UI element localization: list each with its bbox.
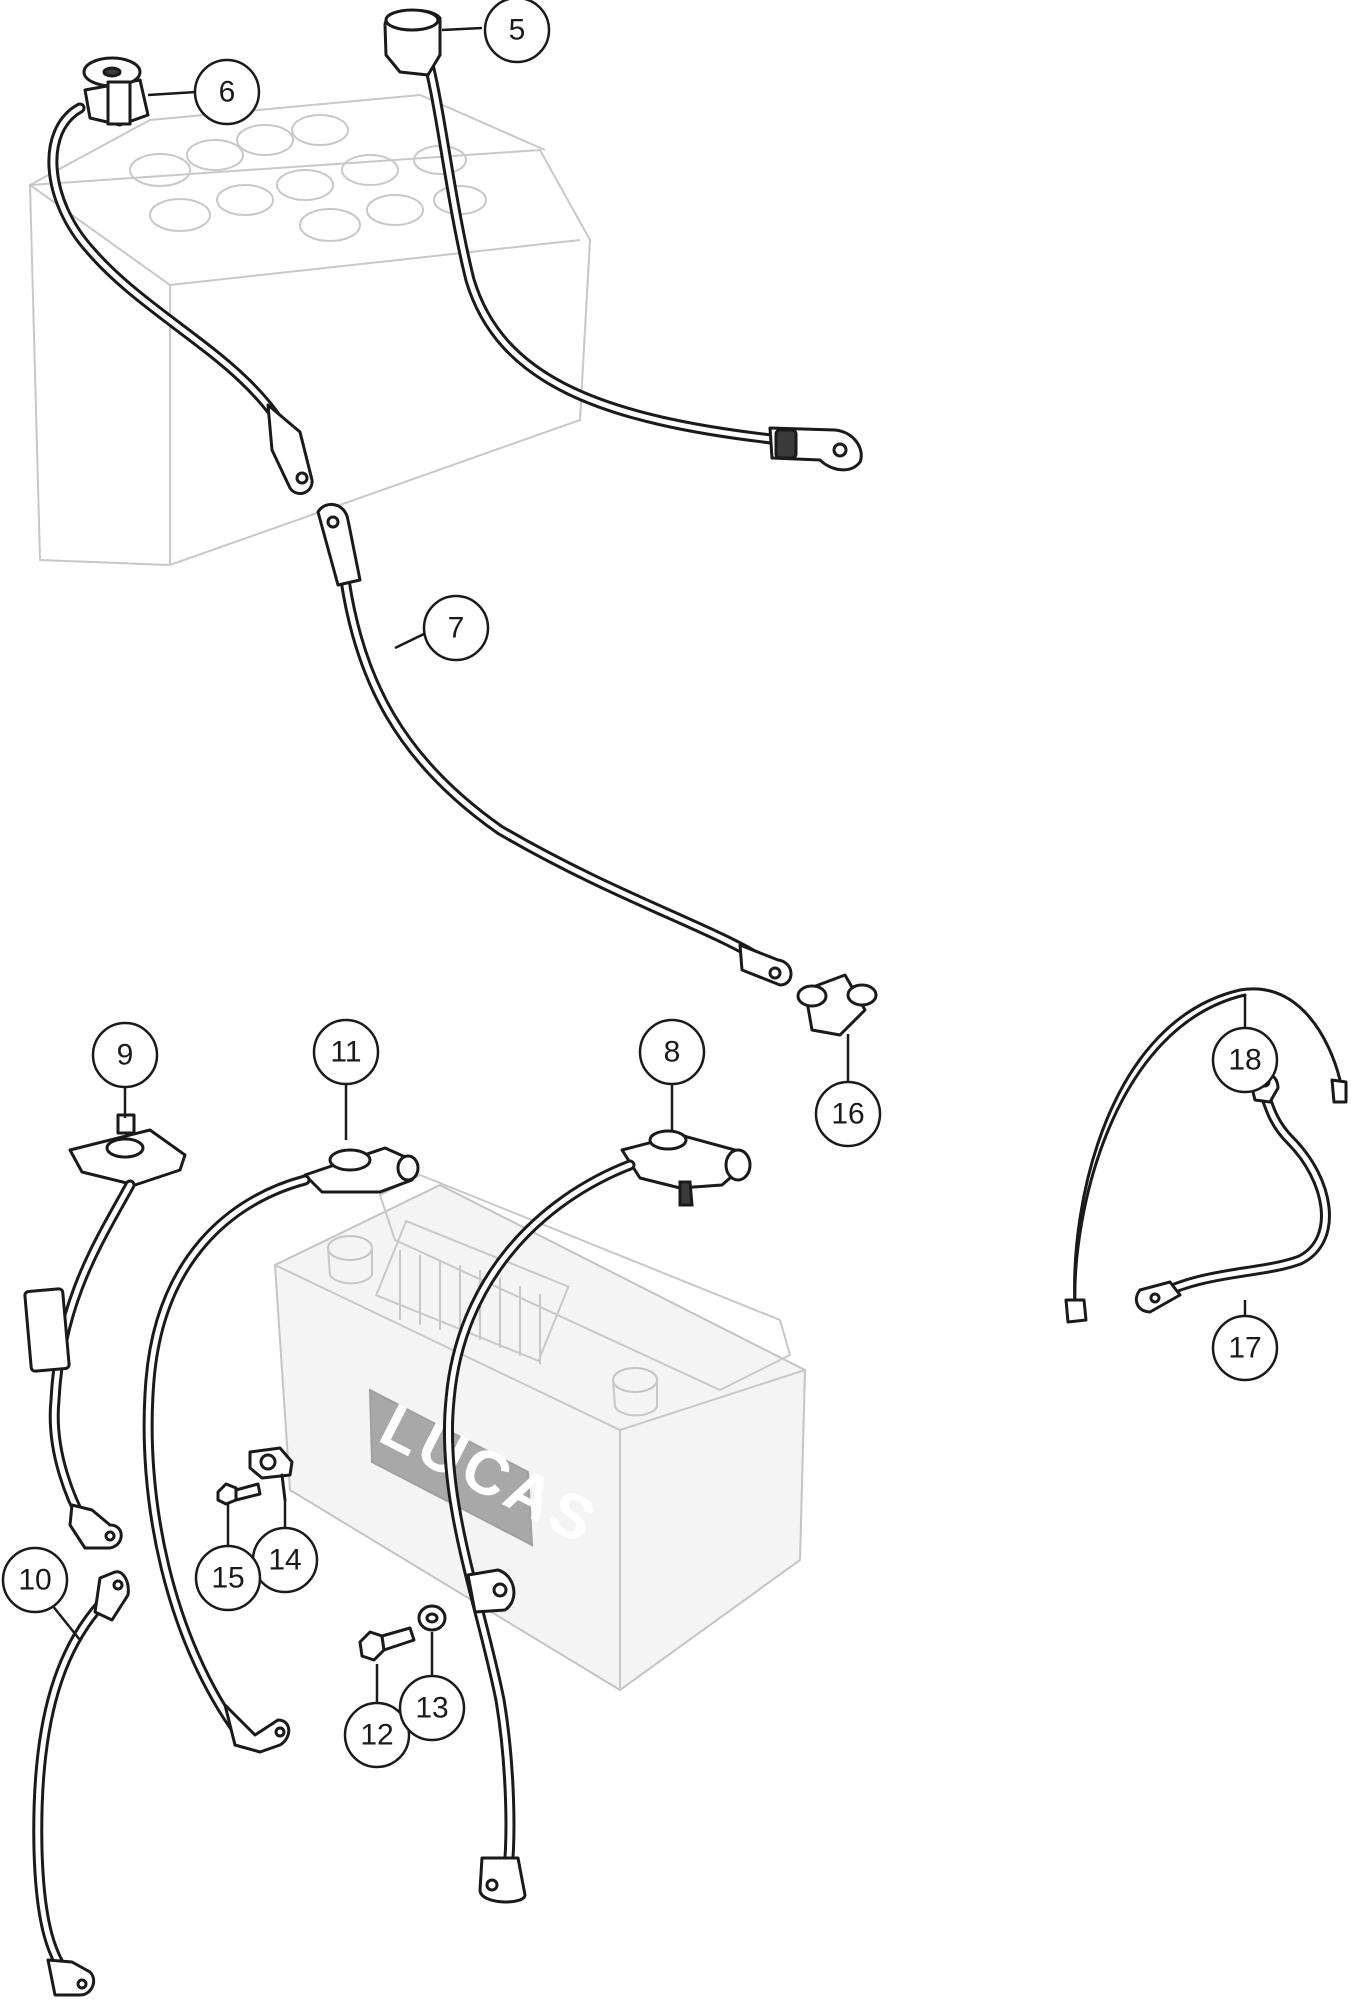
svg-text:13: 13 [415,1692,448,1725]
callout-8: 8 [638,1018,706,1086]
earth-strap-10 [32,1570,130,1997]
svg-text:14: 14 [268,1544,301,1577]
svg-text:9: 9 [117,1039,134,1072]
svg-text:11: 11 [330,1036,361,1069]
callout-7: 7 [422,594,490,662]
battery-cable-6 [47,56,314,495]
svg-text:5: 5 [509,14,526,47]
svg-text:16: 16 [831,1098,864,1131]
battery-cable-8 [442,1129,752,1904]
battery-cable-11 [142,1146,420,1754]
svg-text:7: 7 [448,612,465,645]
callout-16: 16 [814,1080,882,1148]
battery-cable-5 [383,8,863,472]
upper-battery-outline [28,93,592,567]
lead-17 [1134,1071,1331,1314]
clamp-14 [248,1446,294,1502]
earth-cable-9 [23,1113,187,1550]
callout-18: 18 [1211,1026,1279,1094]
washer-13 [417,1604,447,1632]
svg-text:15: 15 [211,1562,244,1595]
callout-14: 14 [251,1526,319,1594]
callout-12: 12 [343,1701,411,1769]
callout-17: 17 [1211,1314,1279,1382]
callout-9: 9 [91,1021,159,1089]
lower-battery-outline: LUCAS [273,1173,807,1692]
svg-text:18: 18 [1228,1044,1261,1077]
callout-5: 5 [483,0,551,64]
screw-15 [216,1482,262,1506]
svg-text:8: 8 [664,1036,681,1069]
leader-lines [51,26,1247,1705]
callout-6: 6 [193,58,261,126]
svg-text:10: 10 [18,1564,51,1597]
battery-link-cable-7 [316,503,793,987]
terminal-cover-16 [796,973,878,1037]
callout-15: 15 [194,1544,262,1612]
lead-18 [1064,987,1348,1324]
callout-11: 11 [312,1018,380,1086]
callout-13: 13 [398,1674,466,1742]
callout-10: 10 [1,1546,69,1614]
svg-text:6: 6 [219,76,236,109]
svg-text:17: 17 [1228,1332,1261,1365]
bolt-12 [358,1626,416,1662]
svg-text:12: 12 [360,1719,393,1752]
